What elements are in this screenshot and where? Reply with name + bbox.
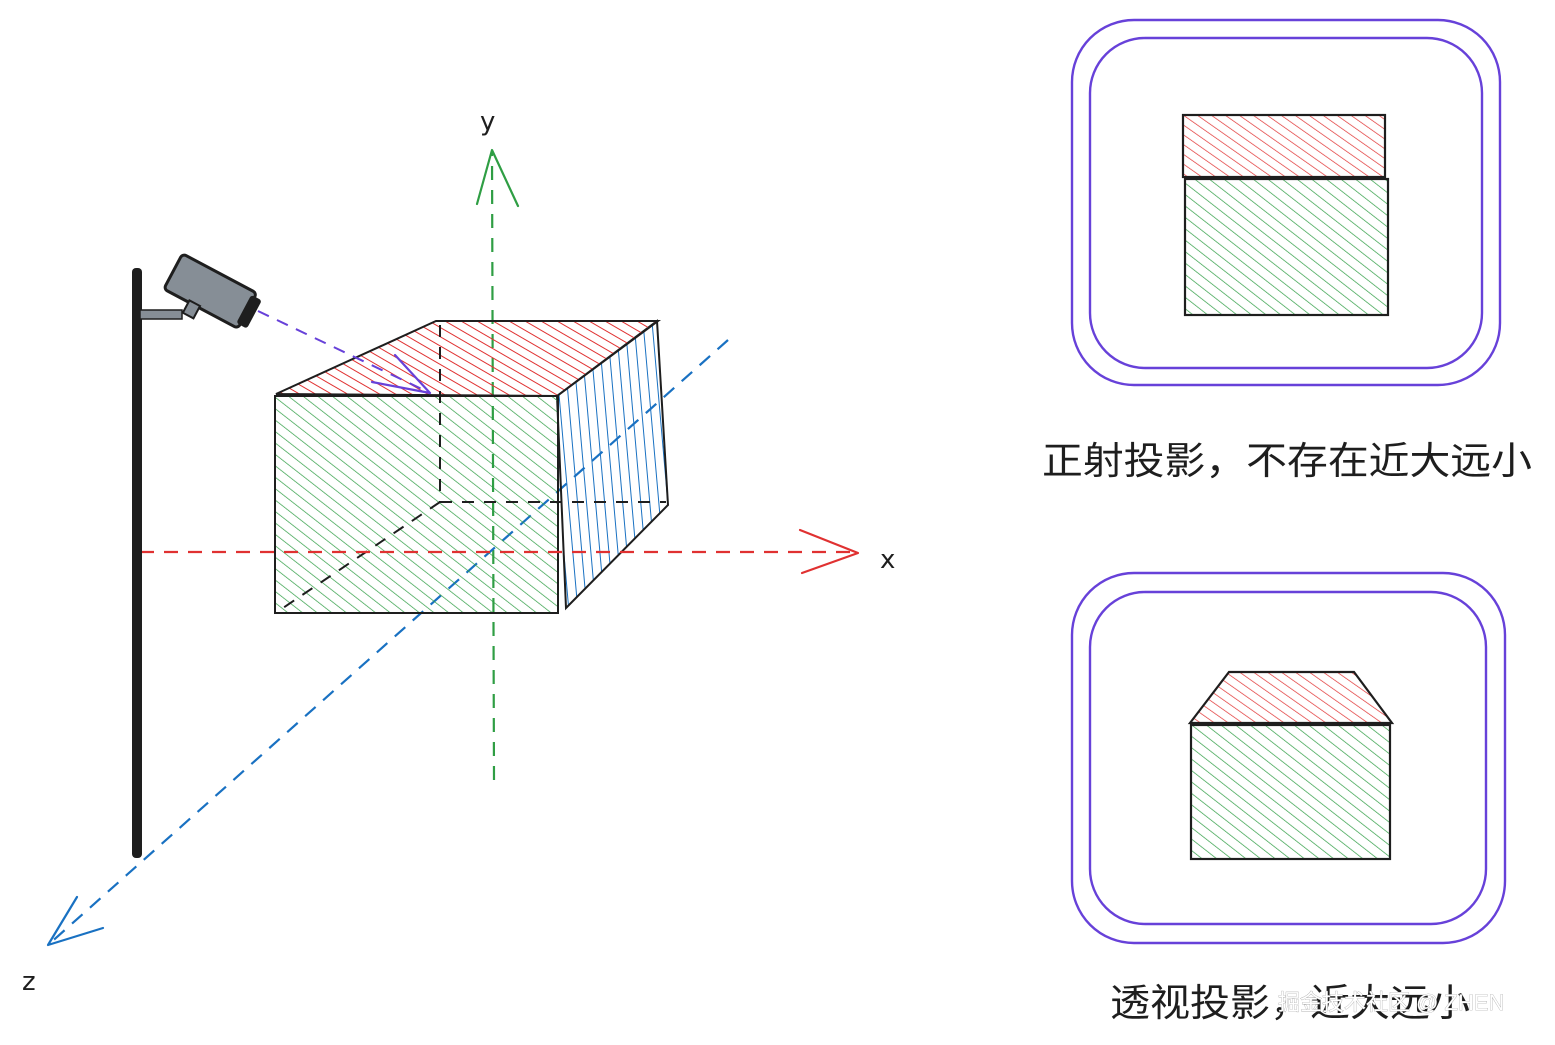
perspective-frame-outer	[1070, 571, 1507, 945]
camera-pole	[132, 268, 183, 858]
perspective-view: 透视投影，近大远小	[1070, 571, 1507, 1025]
perspective-top-face	[1187, 670, 1395, 725]
perspective-front-face	[1189, 723, 1392, 861]
orthographic-frame-inner	[1088, 36, 1484, 370]
orthographic-frame-outer	[1070, 18, 1502, 387]
y-axis-label: y	[480, 107, 495, 137]
z-axis-label: z	[22, 967, 36, 997]
orthographic-top-face	[1181, 113, 1387, 179]
orthographic-caption: 正射投影，不存在近大远小	[1042, 439, 1532, 483]
security-camera-icon	[163, 253, 261, 329]
perspective-frame-inner	[1088, 590, 1488, 926]
box-front-face	[274, 395, 559, 614]
orthographic-front-face	[1183, 177, 1390, 317]
scene-3d: y x z	[22, 107, 895, 997]
perspective-caption: 透视投影，近大远小	[1110, 981, 1470, 1025]
x-axis-label: x	[880, 545, 895, 575]
watermark: 掘金技术社区 @ ZHEN	[1278, 990, 1504, 1015]
camera-view-ray	[257, 310, 432, 395]
box-hidden-edges	[282, 325, 666, 609]
orthographic-view: 正射投影，不存在近大远小	[1042, 18, 1532, 483]
x-axis	[140, 528, 860, 575]
